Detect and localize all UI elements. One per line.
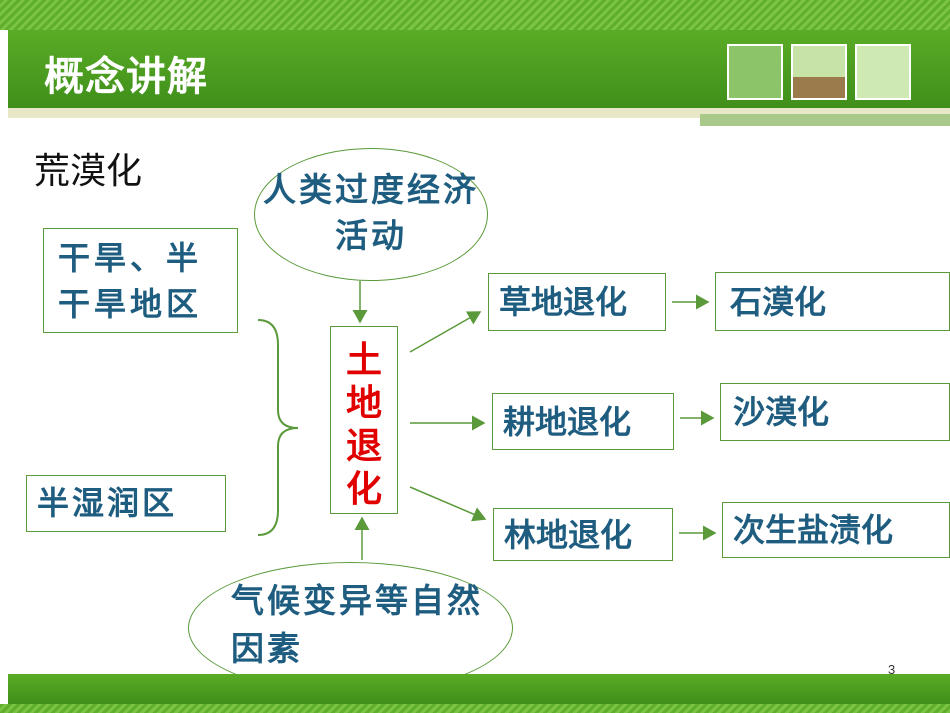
footer-bar <box>8 674 950 704</box>
arrow-center-to-grassland <box>409 311 482 353</box>
header-stripe <box>0 0 950 30</box>
center-char: 地 <box>345 382 382 424</box>
section-subtitle: 荒漠化 <box>34 151 143 192</box>
forest-degradation-box: 林地退化 <box>493 508 673 561</box>
grassland-degradation-box: 草地退化 <box>488 273 666 331</box>
footer-stripe <box>0 704 950 713</box>
farmland-degradation-box: 耕地退化 <box>492 393 674 450</box>
sprout-image <box>791 44 847 100</box>
curly-brace <box>257 319 299 536</box>
leaf-image <box>855 44 911 100</box>
region-arid-box: 干旱、半干旱地区 <box>43 228 238 333</box>
center-char: 退 <box>345 425 382 467</box>
land-degradation-box: 土 地 退 化 <box>330 326 398 514</box>
rocky-desertification-box: 石漠化 <box>715 272 950 331</box>
header-divider-accent <box>700 114 950 126</box>
page-number: 3 <box>888 662 896 677</box>
center-char: 化 <box>345 468 382 510</box>
region-subhumid-box: 半湿润区 <box>26 475 226 532</box>
arrow-center-to-forest <box>409 486 487 522</box>
header-divider <box>8 108 950 118</box>
center-char: 土 <box>345 339 382 381</box>
human-activity-ellipse: 人类过度经济活动 <box>254 148 488 281</box>
thumbnail-green <box>727 44 783 100</box>
secondary-salinization-box: 次生盐渍化 <box>722 502 950 558</box>
natural-factors-ellipse: 气候变异等自然因素 <box>188 562 513 694</box>
sandy-desertification-box: 沙漠化 <box>720 383 950 441</box>
page-title: 概念讲解 <box>44 54 208 100</box>
